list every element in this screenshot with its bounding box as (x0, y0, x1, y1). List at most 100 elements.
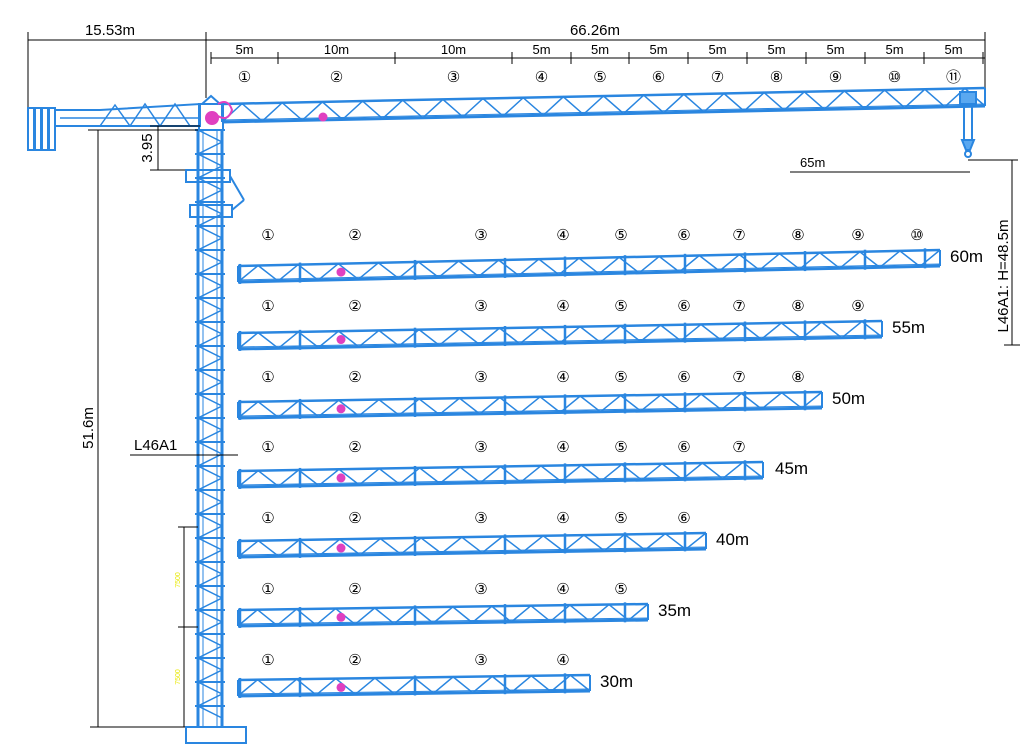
config-segment-number: ① (261, 369, 274, 386)
segment-length-label: 10m (441, 42, 466, 57)
hook-dimensions: 65m L46A1: H=48.5m (790, 155, 1020, 346)
config-length-label: 50m (832, 389, 865, 408)
trolley-icon (336, 543, 346, 553)
config-segment-number: ② (348, 439, 361, 456)
config-segment-number: ③ (474, 369, 487, 386)
config-segment-number: ② (348, 227, 361, 244)
config-segment-number: ⑨ (851, 227, 864, 244)
config-segment-number: ⑤ (614, 439, 627, 456)
config-segment-number: ⑧ (791, 227, 804, 244)
config-segment-number: ⑧ (791, 369, 804, 386)
trolley-icon (336, 404, 346, 414)
config-segment-number: ① (261, 298, 274, 315)
segment-number-label: ③ (447, 69, 460, 86)
mast-label: L46A1 (134, 437, 177, 454)
segment-number-label: ⑤ (593, 69, 606, 86)
config-segment-number: ③ (474, 227, 487, 244)
segment-number-label: ④ (535, 69, 548, 86)
trolley-icon (336, 612, 346, 622)
counter-jib-length-label: 15.53m (85, 22, 135, 39)
segment-length-label: 5m (767, 42, 785, 57)
config-segment-number: ③ (474, 298, 487, 315)
segment-length-label: 5m (591, 42, 609, 57)
config-segment-number: ⑩ (910, 227, 923, 244)
config-segment-number: ② (348, 652, 361, 669)
config-segment-number: ⑤ (614, 369, 627, 386)
tower-base (185, 726, 247, 744)
jib-height-label: 3.95 (139, 133, 156, 162)
tower-height-dimension: 51.6m (80, 129, 198, 728)
config-segment-number: ⑤ (614, 298, 627, 315)
trolley-icon (336, 267, 346, 277)
segment-number-label: ⑨ (829, 69, 842, 86)
segment-length-label: 5m (826, 42, 844, 57)
config-segment-number: ③ (474, 581, 487, 598)
segment-length-label: 5m (708, 42, 726, 57)
config-length-label: 35m (658, 601, 691, 620)
config-segment-number: ⑥ (677, 298, 690, 315)
segment-length-label: 5m (532, 42, 550, 57)
segment-length-label: 5m (944, 42, 962, 57)
jib-config-truss (237, 390, 823, 420)
mast-label-group: L46A1 (130, 437, 238, 456)
config-segment-number: ⑥ (677, 510, 690, 527)
trolley-icon (336, 335, 346, 345)
config-segment-number: ⑥ (677, 227, 690, 244)
segment-number-label: ① (238, 69, 251, 86)
segment-number-label: ⑥ (652, 69, 665, 86)
config-segment-number: ⑤ (614, 581, 627, 598)
config-segment-number: ① (261, 510, 274, 527)
trolley-icon (318, 112, 328, 122)
config-segment-number: ⑧ (791, 298, 804, 315)
config-segment-number: ① (261, 581, 274, 598)
config-segment-number: ③ (474, 439, 487, 456)
climbing-frame (185, 169, 245, 218)
config-segment-number: ④ (556, 581, 569, 598)
config-segment-number: ② (348, 581, 361, 598)
config-segment-number: ④ (556, 510, 569, 527)
config-segment-number: ⑦ (732, 439, 745, 456)
config-segment-number: ③ (474, 652, 487, 669)
segment-length-label: 5m (649, 42, 667, 57)
config-length-label: 60m (950, 247, 983, 266)
config-segment-number: ③ (474, 510, 487, 527)
jib-height-dimension: 3.95 (139, 125, 200, 171)
config-segment-number: ① (261, 227, 274, 244)
config-segment-number: ⑥ (677, 439, 690, 456)
config-segment-number: ⑨ (851, 298, 864, 315)
config-segment-number: ② (348, 298, 361, 315)
main-jib-truss-body (221, 86, 986, 124)
segment-number-label: ② (330, 69, 343, 86)
mast-section-dimensions: 7500 7500 (175, 526, 198, 727)
slewing-ring-icon (205, 111, 219, 125)
trolley-icon (336, 473, 346, 483)
hook-block (959, 91, 977, 158)
segment-number-label: ⑦ (711, 69, 724, 86)
jib-config-truss (237, 319, 883, 351)
config-segment-number: ② (348, 369, 361, 386)
config-length-label: 55m (892, 318, 925, 337)
config-segment-number: ④ (556, 652, 569, 669)
segment-length-label: 5m (235, 42, 253, 57)
hook-icon (964, 150, 972, 158)
jib-config-truss (237, 460, 764, 489)
config-segment-number: ⑦ (732, 369, 745, 386)
trolley-icon (336, 682, 346, 692)
config-segment-number: ⑤ (614, 227, 627, 244)
config-length-label: 30m (600, 672, 633, 691)
segment-number-label: ⑩ (888, 69, 901, 86)
counterweight-blocks (27, 107, 56, 151)
config-segment-number: ④ (556, 369, 569, 386)
mast-section-a-label: 7500 (175, 572, 182, 588)
main-jib-truss (221, 86, 986, 124)
config-length-label: 40m (716, 530, 749, 549)
